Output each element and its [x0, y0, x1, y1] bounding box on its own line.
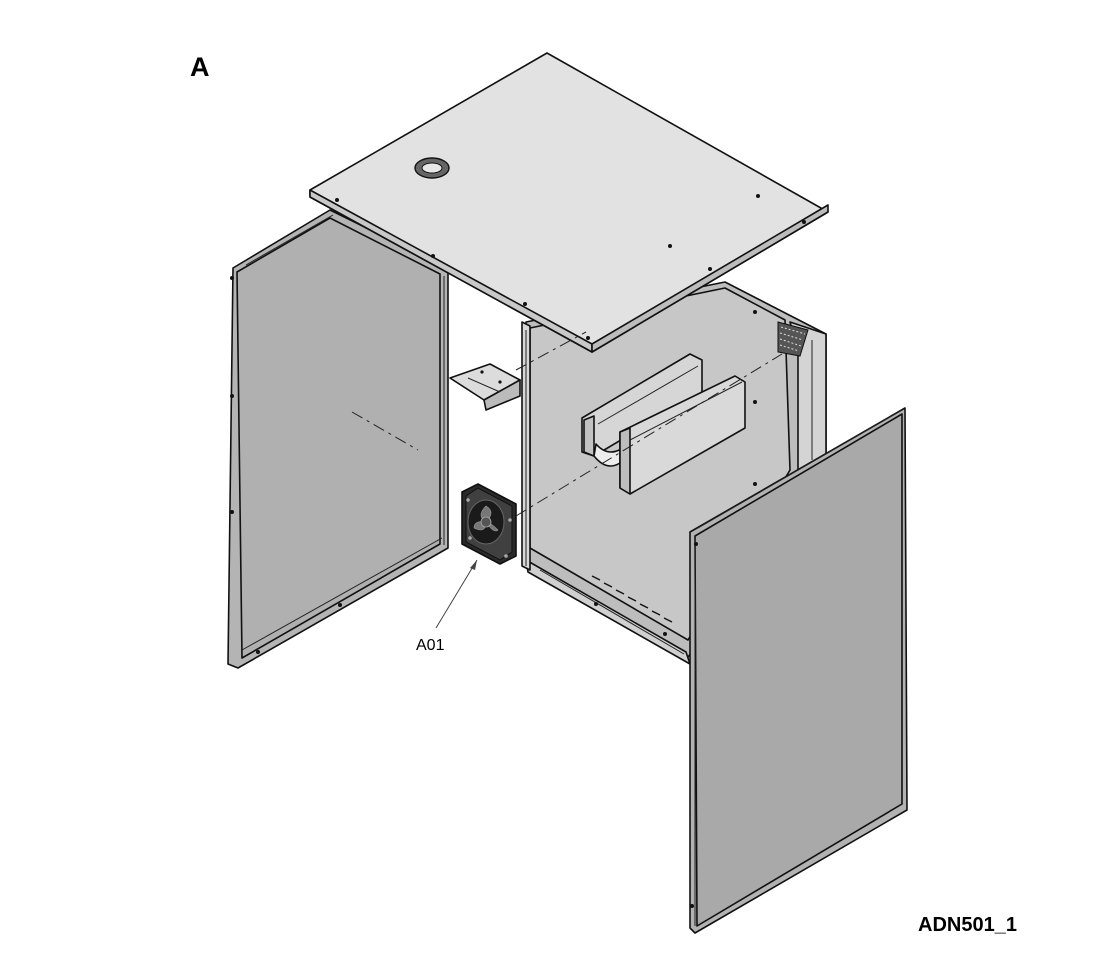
callout-a01: A01 [416, 559, 478, 654]
air-duct-assembly [581, 353, 746, 495]
cable-grommet [414, 157, 450, 179]
cooling-fan [461, 353, 783, 565]
top-cover [309, 52, 829, 353]
mounting-bracket [449, 331, 587, 411]
figure-id: ADN501_1 [918, 914, 1017, 936]
section-label: A [190, 52, 210, 82]
right-side-panel [689, 407, 908, 934]
vent-grille [777, 321, 809, 357]
callout-label: A01 [416, 637, 445, 654]
left-side-panel [227, 209, 449, 669]
